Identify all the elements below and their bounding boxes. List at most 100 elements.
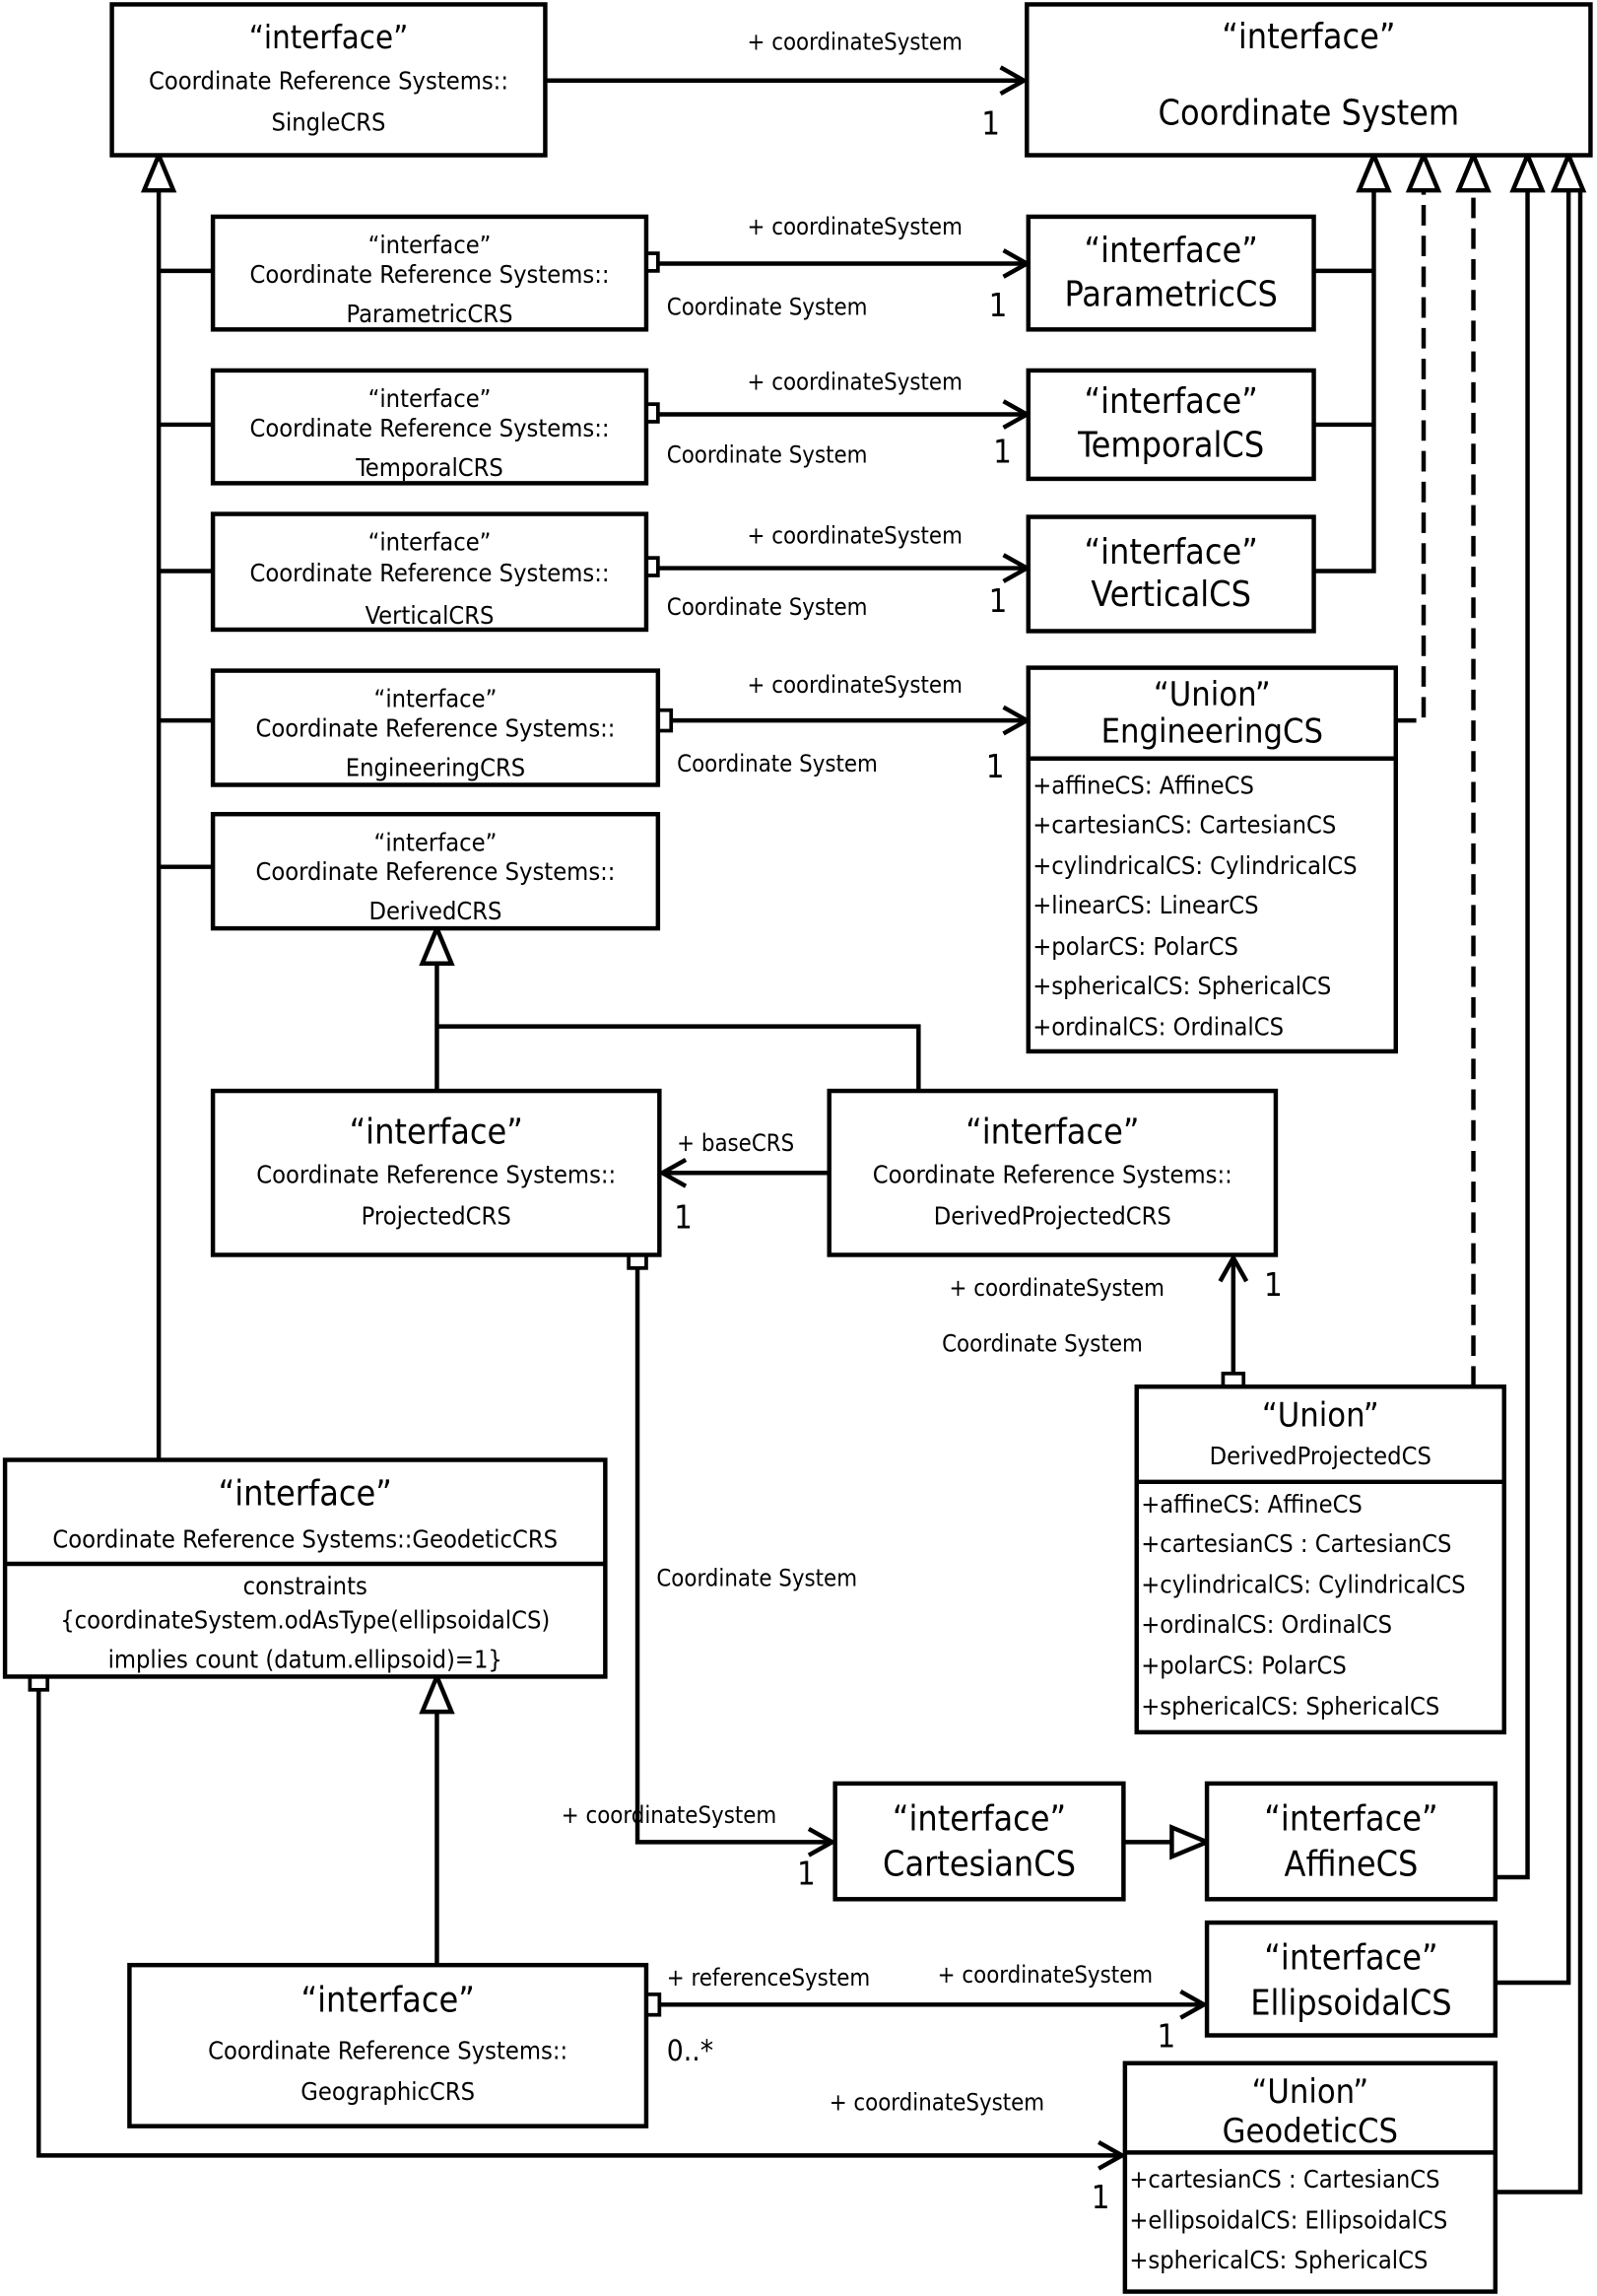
class-box-border (832, 1781, 1126, 1902)
class-geographic-crs: “interface”Coordinate Reference Systems:… (127, 1962, 649, 2128)
class-box-border (210, 214, 649, 332)
class-stereotype: “Union” (1154, 675, 1271, 714)
class-attribute: +polarCS: PolarCS (1032, 932, 1238, 961)
class-name: VerticalCS (1091, 574, 1251, 615)
generalization-arrowhead (419, 1670, 455, 1715)
class-name: Coordinate Reference Systems::GeodeticCR… (52, 1525, 558, 1554)
class-name: Coordinate Reference Systems:: (250, 414, 610, 442)
class-attribute: +affineCS: AffineCS (1141, 1490, 1363, 1519)
generalization-to-derived-crs (434, 963, 921, 1092)
class-attribute: +ordinalCS: OrdinalCS (1032, 1013, 1284, 1042)
generalization-affine-cs (1495, 190, 1530, 1880)
class-stereotype: “interface” (1085, 381, 1258, 422)
label-param-role: + coordinateSystem (747, 213, 962, 240)
class-stereotype: “interface” (219, 1474, 392, 1515)
class-name: DerivedProjectedCS (1210, 1442, 1431, 1470)
class-stereotype: “interface” (1085, 532, 1258, 573)
label-dp-mult: 1 (1264, 1266, 1283, 1304)
class-name: Coordinate Reference Systems:: (873, 1161, 1232, 1189)
class-attribute: +cylindricalCS: CylindricalCS (1032, 851, 1357, 880)
label-eng-mult: 1 (986, 748, 1005, 785)
class-coordinate-system: “interface”Coordinate System (1025, 2, 1593, 158)
class-attribute: +cartesianCS : CartesianCS (1129, 2165, 1439, 2194)
class-attribute: +cylindricalCS: CylindricalCS (1141, 1571, 1465, 1599)
class-engineering-crs: “interface”Coordinate Reference Systems:… (210, 668, 661, 787)
class-box-border (1204, 1781, 1498, 1902)
class-vertical-cs: “interface”VerticalCS (1026, 514, 1316, 634)
class-geodetic-cs: “Union”GeodeticCS +cartesianCS : Cartesia… (1122, 2060, 1498, 2294)
label-geod-role: + coordinateSystem (830, 2088, 1044, 2116)
class-name: GeographicCRS (300, 2077, 475, 2106)
class-box-border (1026, 368, 1316, 482)
class-name: Coordinate Reference Systems:: (149, 67, 508, 96)
class-attribute: +sphericalCS: SphericalCS (1032, 972, 1331, 1000)
class-attribute: +cartesianCS: CartesianCS (1032, 811, 1336, 840)
class-stereotype: “interface” (965, 1113, 1139, 1153)
class-box-border (1026, 665, 1399, 1054)
label-dp-type: Coordinate System (942, 1330, 1143, 1358)
arrowhead (1218, 1252, 1249, 1283)
label-param-type: Coordinate System (667, 293, 868, 320)
class-stereotype: “interface” (368, 231, 492, 259)
arrowhead (999, 65, 1029, 97)
class-attribute: +ordinalCS: OrdinalCS (1141, 1610, 1392, 1639)
class-name: Coordinate Reference Systems:: (256, 1161, 616, 1189)
class-name: TemporalCS (1077, 426, 1264, 466)
class-stereotype: “interface” (1222, 17, 1395, 57)
class-vertical-crs: “interface”Coordinate Reference Systems:… (210, 511, 649, 633)
label-eng-role: + coordinateSystem (747, 671, 962, 699)
class-ellipsoidal-cs: “interface”EllipsoidalCS (1204, 1920, 1498, 2038)
label-param-mult: 1 (989, 287, 1008, 324)
generalization-arrowhead (1169, 1824, 1213, 1860)
class-cartesian-cs: “interface”CartesianCS (832, 1781, 1126, 1902)
class-box-border (2, 1457, 608, 1679)
class-stereotype: “interface” (893, 1798, 1066, 1839)
class-box-border (1026, 214, 1316, 332)
class-name: DerivedCRS (368, 897, 501, 925)
class-single-crs: “interface”Coordinate Reference Systems:… (109, 2, 548, 158)
arrowhead (1179, 1989, 1209, 2020)
class-attribute: +affineCS: AffineCS (1032, 771, 1254, 799)
class-stereotype: “Union” (1251, 2072, 1368, 2112)
label-eng-type: Coordinate System (677, 750, 878, 777)
generalization-arrowhead (1405, 149, 1442, 193)
label-base-role: + baseCRS (677, 1129, 794, 1157)
realization-engineering-cs (1395, 190, 1427, 723)
class-stereotype: “interface” (374, 685, 498, 713)
label-temp-type: Coordinate System (667, 441, 868, 469)
class-name: EngineeringCS (1101, 711, 1323, 751)
generalization-to-single-crs (156, 190, 214, 1460)
label-geod-mult: 1 (1092, 2179, 1110, 2216)
class-attribute: {coordinateSystem.odAsType(ellipsoidalCS… (60, 1605, 550, 1634)
arrowhead (807, 1827, 837, 1857)
class-attribute: +polarCS: PolarCS (1141, 1651, 1347, 1679)
class-parametric-cs: “interface”ParametricCS (1026, 214, 1316, 332)
label-temp-role: + coordinateSystem (747, 368, 962, 395)
label-geog-ref-mult: 0..* (667, 2034, 713, 2068)
class-projected-crs: “interface” Coordinate Reference Systems:… (210, 1088, 662, 1257)
association-projected-cartesian (634, 1267, 832, 1845)
class-stereotype: “interface” (374, 828, 498, 856)
class-name: ParametricCS (1065, 275, 1278, 315)
class-attribute: +ellipsoidalCS: EllipsoidalCS (1129, 2206, 1447, 2235)
class-attribute: +linearCS: LinearCS (1032, 891, 1258, 919)
label-geog-ref-role: + referenceSystem (667, 1964, 870, 1992)
class-geodetic-crs: “interface” Coordinate Reference Systems:… (2, 1457, 608, 1679)
class-stereotype: “interface” (1085, 231, 1258, 271)
class-box-border (210, 368, 649, 486)
class-stereotype: “interface” (350, 1113, 523, 1153)
label-vert-mult: 1 (989, 582, 1008, 620)
class-affine-cs: “interface”AffineCS (1204, 1781, 1498, 1902)
class-name: EngineeringCRS (346, 754, 525, 782)
class-name: GeodeticCS (1223, 2112, 1398, 2151)
label-proj-type: Coordinate System (656, 1564, 857, 1591)
label-base-mult: 1 (674, 1199, 693, 1237)
class-box-border (210, 511, 649, 633)
class-derived-projected-cs: “Union”DerivedProjectedCS+affineCS: Affi… (1134, 1384, 1506, 1735)
class-attribute: +sphericalCS: SphericalCS (1129, 2246, 1428, 2274)
class-name: SingleCRS (272, 107, 386, 136)
label-single-mult: 1 (981, 105, 1000, 143)
label-vert-type: Coordinate System (667, 593, 868, 621)
connectors (28, 65, 1587, 2195)
